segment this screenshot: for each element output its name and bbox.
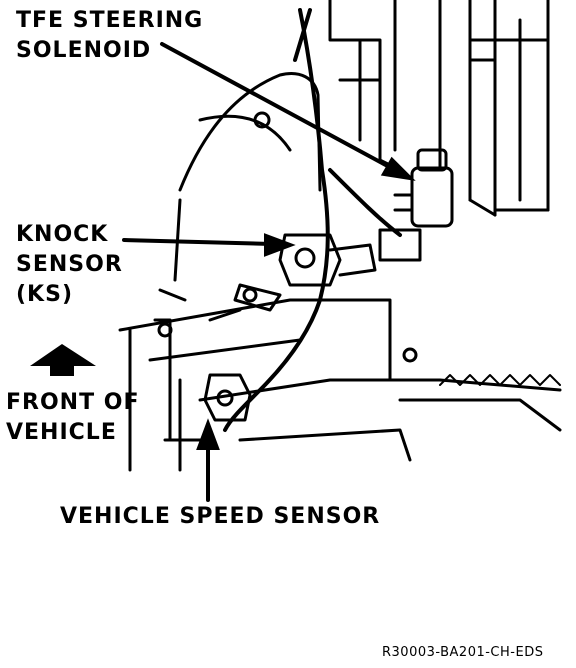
knock-pointer-head bbox=[264, 233, 296, 257]
wiring-harness bbox=[223, 8, 402, 432]
bolt-1 bbox=[242, 287, 258, 303]
front-arrow-icon bbox=[30, 344, 96, 376]
tfe-solenoid-label-line2: SOLENOID bbox=[16, 38, 152, 63]
speed-sensor-bolt bbox=[216, 389, 234, 407]
solenoid-connector bbox=[378, 193, 422, 262]
transmission-housing bbox=[393, 0, 550, 217]
tfe-pointer-head bbox=[380, 156, 416, 181]
vehicle-speed-sensor-label: VEHICLE SPEED SENSOR bbox=[60, 504, 381, 529]
knock-sensor-body bbox=[278, 233, 342, 287]
bracket-left bbox=[128, 318, 202, 472]
bolt-2 bbox=[157, 322, 173, 338]
knock-pointer-line bbox=[122, 238, 274, 246]
front-of-vehicle-label-line1: FRONT OF bbox=[6, 390, 140, 415]
intake-bolt bbox=[253, 111, 271, 129]
housing-bracket bbox=[468, 38, 550, 217]
reference-code: R30003-BA201-CH-EDS bbox=[382, 645, 544, 660]
tfe-solenoid-label-line1: TFE STEERING bbox=[16, 8, 204, 33]
bell-housing-teeth bbox=[439, 374, 561, 386]
knock-sensor-connector bbox=[328, 243, 377, 277]
knock-sensor-label-line2: SENSOR bbox=[16, 252, 123, 277]
solenoid-cap bbox=[416, 148, 448, 172]
lower-block bbox=[118, 298, 562, 402]
knock-sensor-label-line1: KNOCK bbox=[16, 222, 109, 247]
lower-housing bbox=[178, 378, 562, 472]
vss-pointer-head bbox=[196, 418, 220, 450]
bracket-mid bbox=[208, 283, 282, 322]
knock-sensor-bolt bbox=[294, 247, 316, 269]
tfe-pointer-line bbox=[160, 42, 397, 172]
bolt-3 bbox=[402, 347, 418, 363]
knock-sensor-label-line3: (KS) bbox=[16, 282, 74, 307]
engine-block-top bbox=[328, 0, 402, 172]
speed-sensor-body bbox=[203, 373, 252, 422]
dash-outline-left bbox=[158, 198, 187, 302]
front-of-vehicle-label-line2: VEHICLE bbox=[6, 420, 117, 445]
solenoid-body bbox=[410, 166, 454, 228]
